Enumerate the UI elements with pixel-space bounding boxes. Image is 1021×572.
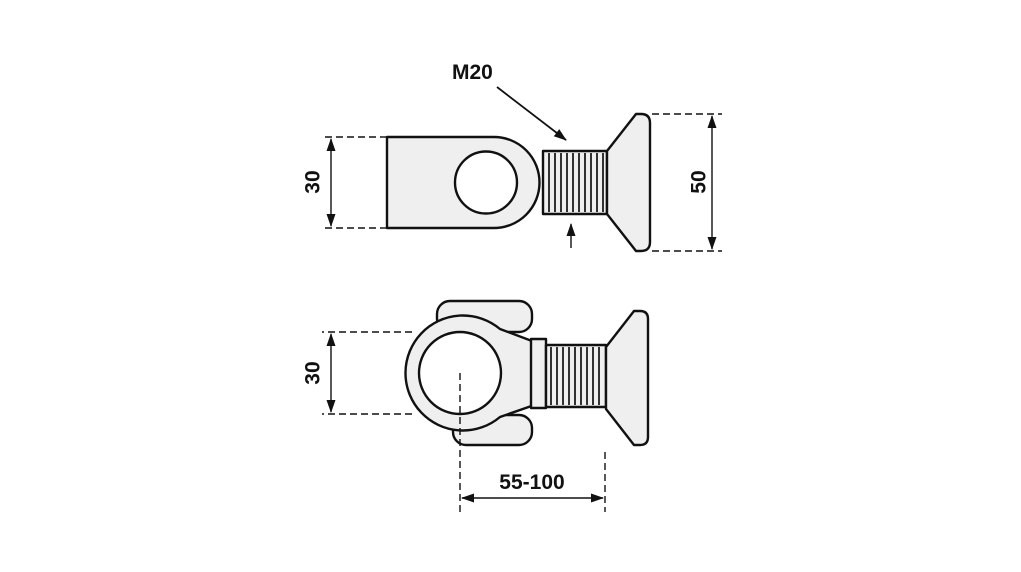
thread-leader-line: [496, 86, 567, 141]
bottom-view: 30 55-100: [302, 299, 650, 512]
collar: [529, 337, 548, 410]
length-range-label: 55-100: [499, 471, 564, 494]
thread-shaft-front: [544, 343, 608, 409]
thread-ridges-front: [550, 347, 600, 405]
head-diameter-label: 50: [688, 170, 711, 193]
bolt-head-front: [604, 309, 650, 447]
thread-ridges: [548, 153, 604, 212]
top-body-height-label: 30: [302, 170, 325, 193]
top-view: 30 50 M20: [302, 61, 722, 253]
hole-diameter-label: 30: [302, 361, 325, 384]
eye-hole: [453, 150, 519, 215]
thread-size-label: M20: [452, 61, 493, 84]
bolt-head: [605, 112, 652, 253]
